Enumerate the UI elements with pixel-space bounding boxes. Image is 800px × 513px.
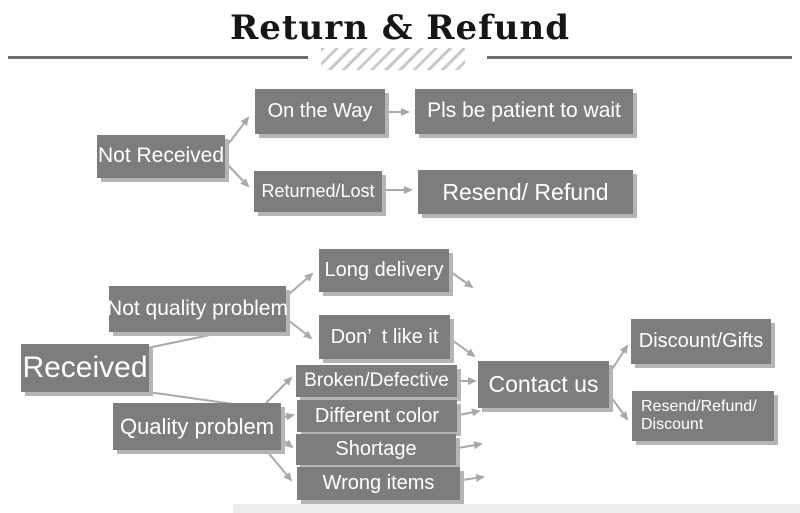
node-quality-problem: Quality problem [113, 403, 281, 450]
node-contact-us: Contact us [478, 361, 609, 408]
arrow-diffcolor-contact [458, 408, 481, 417]
node-resend-refund-discount-line1: Resend/Refund/ [641, 397, 757, 415]
node-returned-lost: Returned/Lost [254, 171, 382, 212]
node-broken-defective: Broken/Defective [296, 365, 457, 397]
arrow-notquality-longdelivery [287, 272, 314, 296]
node-resend-refund-discount-line2: Discount [641, 416, 704, 433]
arrow-dontlike-contact [451, 339, 476, 358]
arrow-quality-diffcolor [280, 412, 295, 421]
arrow-contact-discount [610, 344, 629, 372]
node-received: Received [21, 344, 149, 392]
bottom-divider [233, 504, 800, 513]
arrow-notquality-dontlike [287, 319, 313, 340]
line-received-notquality [137, 331, 225, 351]
node-on-the-way: On the Way [255, 89, 385, 134]
arrow-contact-resenddiscount [610, 396, 629, 421]
node-different-color: Different color [297, 400, 457, 432]
node-long-delivery: Long delivery [319, 249, 449, 292]
node-pls-be-patient: Pls be patient to wait [415, 89, 633, 134]
hatch-decoration-icon [321, 48, 465, 70]
arrow-longdelivery-out [450, 271, 474, 289]
arrow-quality-broken [265, 376, 293, 404]
node-resend-refund: Resend/ Refund [418, 170, 633, 214]
node-resend-refund-discount: Resend/Refund/ Discount [632, 391, 774, 441]
node-wrong-items: Wrong items [297, 467, 460, 500]
arrow-notreceived-ontheway [225, 116, 250, 148]
node-discount-gifts: Discount/Gifts [631, 319, 771, 364]
node-dont-like-it: Don’ t like it [319, 315, 450, 359]
node-not-quality-problem: Not quality problem [107, 286, 288, 332]
node-not-received: Not Received [97, 135, 225, 178]
arrow-shortage-contact [457, 441, 483, 450]
arrow-wrongitems-contact [461, 474, 485, 482]
page-title: Return & Refund [229, 8, 571, 48]
title-divider-right [487, 56, 792, 59]
arrow-notreceived-returned [225, 162, 250, 188]
node-shortage: Shortage [296, 434, 456, 465]
arrow-quality-wrongitems [265, 449, 293, 482]
title-divider-left [8, 56, 308, 59]
